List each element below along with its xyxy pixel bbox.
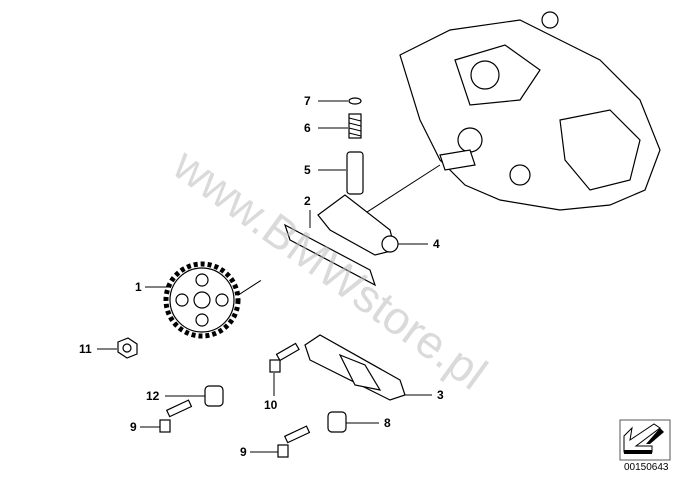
part-10-bolt [269,342,300,373]
callout-7[interactable]: 7 [304,94,311,108]
callout-5[interactable]: 5 [304,163,311,177]
chain-segment [283,223,377,287]
part-9-bolt [159,399,193,433]
oil-pump-housing [399,11,661,211]
callout-1[interactable]: 1 [135,280,142,294]
part-5-piston [346,151,364,195]
callout-6[interactable]: 6 [304,121,311,135]
callout-4[interactable]: 4 [433,237,440,251]
callout-12[interactable]: 12 [146,389,160,403]
callout-11[interactable]: 11 [79,342,92,356]
part-8-bushing [327,411,347,433]
part-9-bolt [277,425,311,458]
callout-3[interactable]: 3 [437,388,444,402]
callout-8[interactable]: 8 [384,416,391,430]
callout-10[interactable]: 10 [264,398,278,412]
part-12-bushing [204,385,224,407]
callout-9[interactable]: 9 [240,445,247,459]
callout-9[interactable]: 9 [130,420,137,434]
callout-2[interactable]: 2 [304,194,311,208]
part-6-spring [348,113,362,139]
part-1-sprocket [163,261,241,339]
direction-arrow-icon [619,419,671,461]
callouts: 7 6 5 2 4 1 11 12 3 10 9 8 9 [79,94,444,459]
part-7-washer [348,97,362,105]
diagram-code: 00150643 [624,462,669,473]
